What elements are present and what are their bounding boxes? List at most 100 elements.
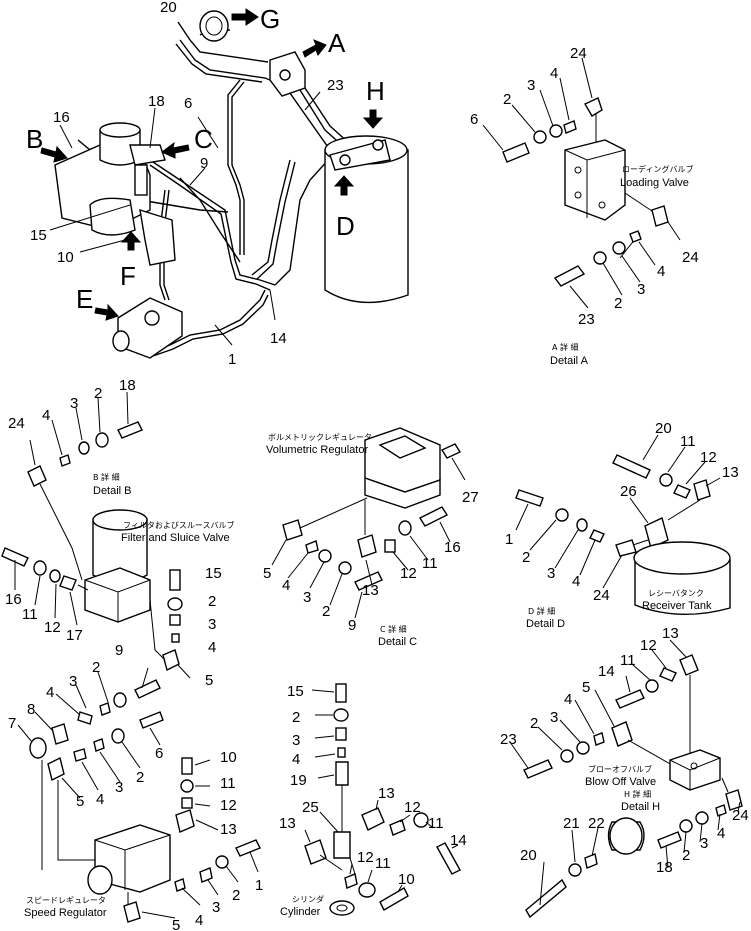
detail-f-label-12: 12 xyxy=(404,799,421,816)
detail-d-label-2: 2 xyxy=(522,549,530,566)
detail-f-label-14: 14 xyxy=(450,832,467,849)
detail-h-caption-jp: H 詳 細 xyxy=(624,789,651,799)
detail-e-label-3b: 3 xyxy=(115,779,123,796)
main-label-9: 9 xyxy=(200,155,208,172)
main-label-16: 16 xyxy=(53,109,70,126)
detail-a-label-24: 24 xyxy=(570,45,587,62)
detail-e-label-2b: 2 xyxy=(136,769,144,786)
filter-valve-jp: フィルタおよびスルースバルブ xyxy=(123,520,234,530)
detail-a-label-2: 2 xyxy=(503,91,511,108)
detail-f-label-11b: 11 xyxy=(375,855,391,872)
detail-c-label-12: 12 xyxy=(400,565,417,582)
detail-b-label-12: 12 xyxy=(44,619,61,636)
detail-d: 20 11 12 13 26 1 2 3 4 24 レシーバタンク Receiv… xyxy=(505,420,739,630)
detail-d-label-26: 26 xyxy=(620,483,637,500)
detail-f-label-11: 11 xyxy=(428,815,444,832)
main-label-10: 10 xyxy=(57,249,74,266)
detail-h-label-13: 13 xyxy=(662,625,679,642)
detail-d-caption-jp: D 詳 細 xyxy=(528,606,555,616)
detail-e-label-9: 9 xyxy=(115,642,123,659)
detail-c-label-5: 5 xyxy=(263,565,271,582)
detail-c: ボルメトリックレギュレータ Volumetric Regulator 27 16… xyxy=(263,427,479,648)
detail-h-label-24: 24 xyxy=(732,807,749,824)
loading-valve-jp: ローディングバルブ xyxy=(622,164,693,174)
detail-e-label-4: 4 xyxy=(46,684,54,701)
detail-a-label-24b: 24 xyxy=(682,249,699,266)
detail-c-caption: Detail C xyxy=(378,636,417,648)
detail-f-label-2: 2 xyxy=(292,709,300,726)
detail-a: 6 2 3 4 24 ローディングバルブ Loading Valve 24 4 … xyxy=(470,45,699,367)
cylinder-title: Cylinder xyxy=(280,906,321,918)
detail-e-label-4b: 4 xyxy=(96,791,104,808)
receiver-tank-title: Receiver Tank xyxy=(642,600,712,612)
main-label-14: 14 xyxy=(270,330,287,347)
detail-b-label-17: 17 xyxy=(66,627,83,644)
loading-valve-title: Loading Valve xyxy=(620,177,689,189)
detail-c-label-3: 3 xyxy=(303,589,311,606)
arrow-label-g: G xyxy=(260,4,280,34)
detail-h: 13 12 11 14 5 4 3 2 23 ブローオフバルブ Blow Off… xyxy=(500,625,749,919)
detail-b-label-5: 5 xyxy=(205,672,213,689)
detail-d-label-20: 20 xyxy=(655,420,672,437)
detail-f-label-25: 25 xyxy=(302,799,319,816)
detail-f-label-13b: 13 xyxy=(378,785,395,802)
detail-h-label-11: 11 xyxy=(620,652,636,669)
detail-h-label-2: 2 xyxy=(530,715,538,732)
arrow-label-e: E xyxy=(76,284,93,314)
speed-regulator-jp: スピードレギュレータ xyxy=(26,896,106,905)
detail-a-label-3: 3 xyxy=(527,77,535,94)
main-label-15: 15 xyxy=(30,227,47,244)
detail-b-label-4b: 4 xyxy=(208,639,216,656)
detail-h-label-20: 20 xyxy=(520,847,537,864)
arrow-label-d: D xyxy=(336,211,355,241)
detail-e-label-2c: 2 xyxy=(232,887,240,904)
detail-f-label-12b: 12 xyxy=(357,849,374,866)
detail-e-label-13: 13 xyxy=(220,821,237,838)
detail-a-label-6: 6 xyxy=(470,111,478,128)
detail-h-label-5: 5 xyxy=(582,679,590,696)
detail-b-label-18: 18 xyxy=(119,377,136,394)
detail-b-label-2: 2 xyxy=(94,385,102,402)
detail-c-label-2: 2 xyxy=(322,603,330,620)
detail-h-caption: Detail H xyxy=(621,801,660,813)
volumetric-regulator-jp: ボルメトリックレギュレータ xyxy=(268,433,372,442)
blow-off-valve-jp: ブローオフバルブ xyxy=(588,764,652,774)
detail-e-label-10: 10 xyxy=(220,749,237,766)
blow-off-valve xyxy=(669,749,721,791)
detail-c-label-9: 9 xyxy=(348,617,356,634)
detail-d-label-3: 3 xyxy=(547,565,555,582)
detail-b-caption-jp: B 詳 細 xyxy=(93,472,120,482)
volumetric-regulator-title: Volumetric Regulator xyxy=(266,444,368,456)
detail-h-label-3b: 3 xyxy=(700,835,708,852)
detail-f-label-10: 10 xyxy=(398,871,415,888)
detail-h-label-23: 23 xyxy=(500,731,517,748)
detail-e-label-2: 2 xyxy=(92,659,100,676)
detail-b-label-24: 24 xyxy=(8,415,25,432)
speed-regulator-title: Speed Regulator xyxy=(24,907,107,919)
filter-valve-title: Filter and Sluice Valve xyxy=(121,532,230,544)
detail-e-label-11: 11 xyxy=(220,775,236,792)
detail-h-label-12: 12 xyxy=(640,637,657,654)
main-assembly: 20 G A 23 H 6 18 16 B C 9 D 15 10 F E 14… xyxy=(26,0,409,368)
detail-d-label-1: 1 xyxy=(505,531,513,548)
detail-b-label-4: 4 xyxy=(42,407,50,424)
detail-h-label-2b: 2 xyxy=(682,847,690,864)
receiver-tank-jp: レシーバタンク xyxy=(648,589,704,598)
tube-6 xyxy=(502,142,530,163)
detail-e-label-7: 7 xyxy=(8,715,16,732)
blow-off-valve-title: Blow Off Valve xyxy=(585,776,656,788)
detail-e-label-1: 1 xyxy=(255,877,263,894)
detail-h-label-3: 3 xyxy=(550,709,558,726)
arrow-label-h: H xyxy=(366,76,385,106)
main-label-6: 6 xyxy=(184,95,192,112)
detail-a-caption: Detail A xyxy=(550,355,589,367)
detail-h-label-4b: 4 xyxy=(717,825,725,842)
detail-e-label-4c: 4 xyxy=(195,912,203,929)
detail-c-label-4: 4 xyxy=(282,577,290,594)
detail-b: 24 4 3 2 18 B 詳 細 Detail B フィルタおよびスルースバル… xyxy=(1,377,234,689)
detail-e-label-5b: 5 xyxy=(172,917,180,931)
detail-d-caption: Detail D xyxy=(526,618,565,630)
detail-d-label-4: 4 xyxy=(572,573,580,590)
detail-b-label-15: 15 xyxy=(205,565,222,582)
